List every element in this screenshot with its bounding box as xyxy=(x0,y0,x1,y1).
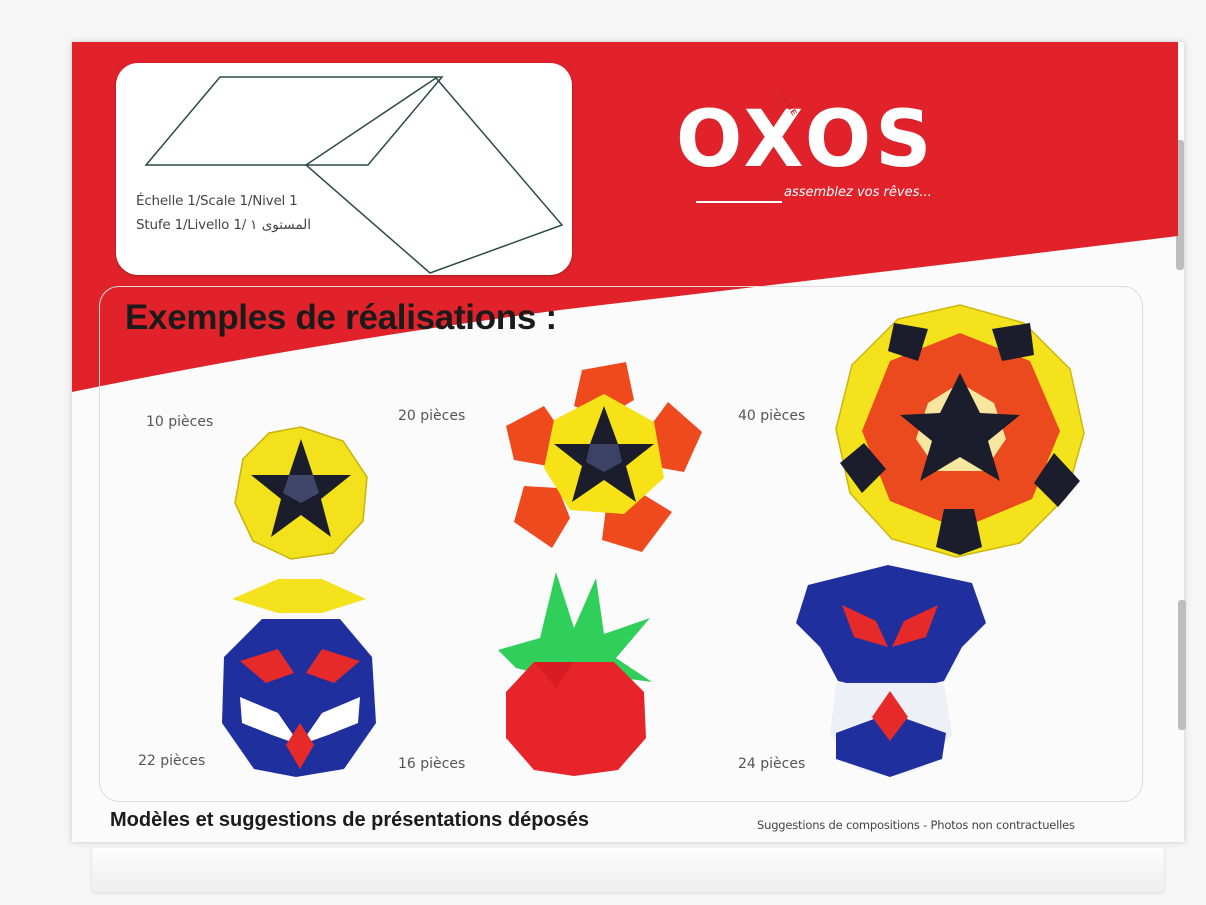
rhombus-outline-illustration xyxy=(144,76,564,274)
box-bottom-flap xyxy=(92,848,1164,892)
example-label-2: 20 pièces xyxy=(398,408,466,424)
scale-line-1: Échelle 1/Scale 1/Nivel 1 xyxy=(136,193,298,209)
example-label-5: 16 pièces xyxy=(398,756,466,772)
owl-figure-22 xyxy=(222,579,376,777)
box-side-tab-right-lower xyxy=(1178,600,1186,730)
star-figure-10 xyxy=(234,426,368,560)
footer-disclaimer: Suggestions de compositions - Photos non… xyxy=(757,818,1075,832)
logo-tagline: assemblez vos rêves... xyxy=(784,185,932,200)
mask-figure-24 xyxy=(796,565,986,777)
examples-heading: Exemples de réalisations : xyxy=(125,298,557,337)
example-label-4: 22 pièces xyxy=(138,753,206,769)
scale-card: Échelle 1/Scale 1/Nivel 1 Stufe 1/Livell… xyxy=(116,63,572,275)
example-label-1: 10 pièces xyxy=(146,414,214,430)
examples-panel xyxy=(99,286,1143,802)
box-side-tab-right xyxy=(1176,140,1184,270)
example-label-3: 40 pièces xyxy=(738,408,806,424)
scale-line-2: Stufe 1/Livello 1/ المستوى ١ xyxy=(136,217,312,233)
example-label-6: 24 pièces xyxy=(738,756,806,772)
logo-underline xyxy=(696,201,782,203)
logo-wordmark: OXOS xyxy=(676,95,936,185)
rosette-figure-40 xyxy=(835,304,1085,558)
oxos-logo: OXOS GAME assemblez vos rêves... xyxy=(676,89,976,215)
flower-figure-20 xyxy=(506,362,702,552)
pineapple-figure-16 xyxy=(498,572,652,776)
footer-registered-models: Modèles et suggestions de présentations … xyxy=(110,809,590,831)
